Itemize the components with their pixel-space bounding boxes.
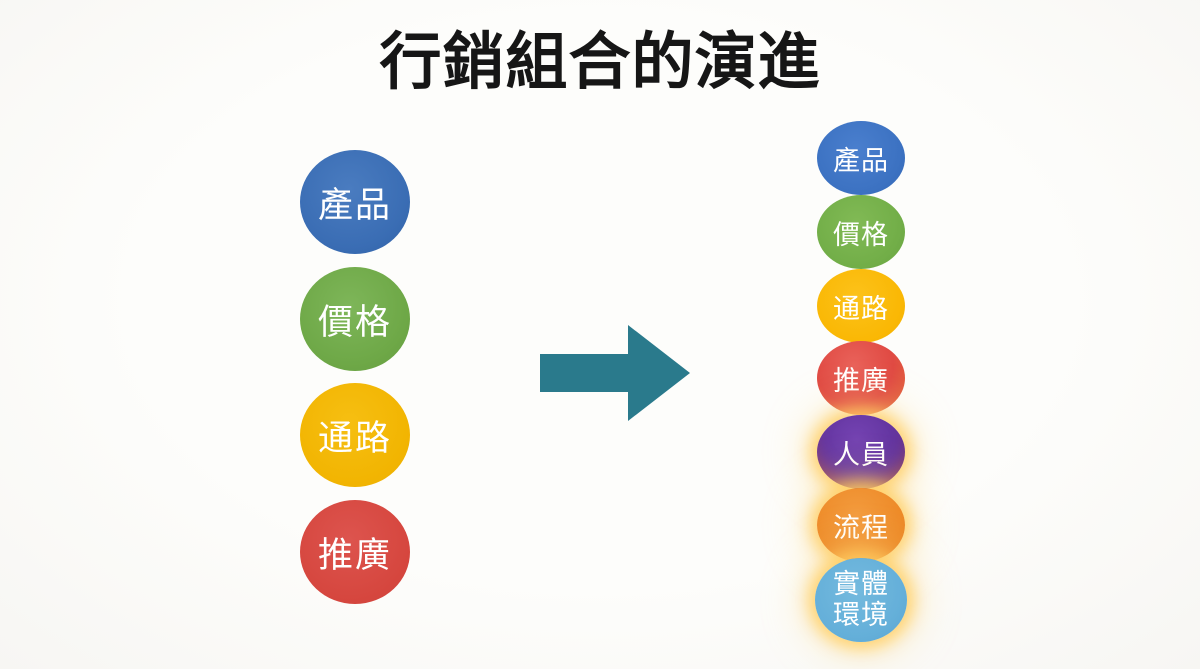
left-circle-product: 產品	[300, 150, 410, 254]
right-circle-people-label: 人員	[833, 439, 889, 470]
left-circle-price-label: 價格	[317, 302, 392, 342]
right-circle-promotion: 推廣	[817, 341, 905, 415]
right-circle-process-label: 流程	[833, 512, 889, 543]
right-circle-price-label: 價格	[833, 219, 889, 250]
right-circle-process: 流程	[817, 488, 905, 562]
right-circle-people: 人員	[817, 415, 905, 489]
right-circle-place-label: 通路	[833, 293, 889, 324]
right-circle-product: 產品	[817, 121, 905, 195]
left-circle-promotion-label: 推廣	[317, 535, 392, 575]
right-circle-promotion-label: 推廣	[833, 365, 889, 396]
evolution-arrow	[540, 325, 690, 421]
right-circle-product-label: 產品	[833, 145, 889, 176]
left-circle-price: 價格	[300, 267, 410, 371]
left-circle-place-label: 通路	[317, 418, 392, 458]
right-arrow-icon	[540, 325, 690, 421]
right-circle-place: 通路	[817, 269, 905, 343]
left-circle-product-label: 產品	[317, 185, 392, 225]
slide-title: 行銷組合的演進	[379, 28, 821, 97]
right-circle-physical-environment: 實體環境	[815, 558, 907, 642]
right-circle-physical-environment-label: 實體環境	[833, 568, 889, 630]
left-circle-place: 通路	[300, 383, 410, 487]
right-circle-price: 價格	[817, 195, 905, 269]
left-circle-promotion: 推廣	[300, 500, 410, 604]
